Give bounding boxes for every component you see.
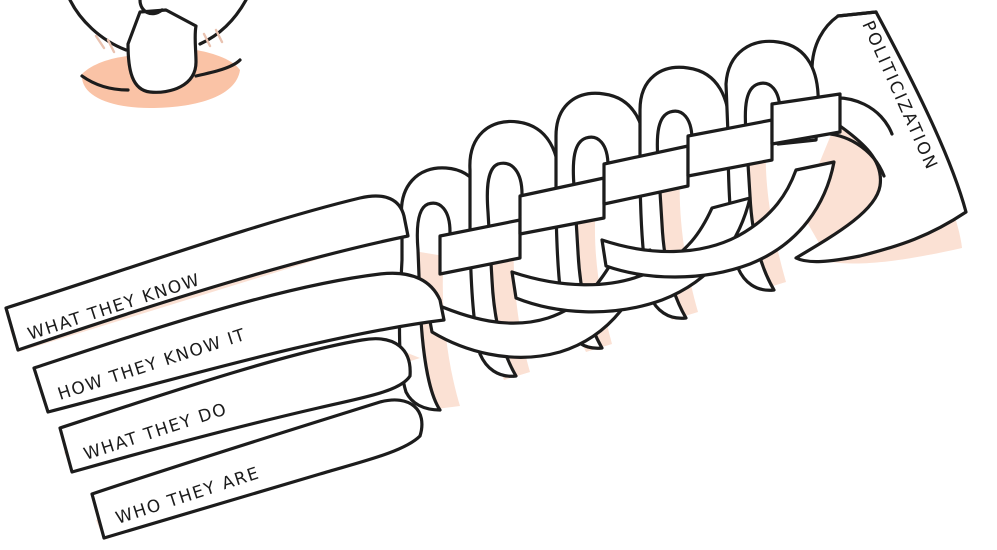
strand-who-they-are	[90, 398, 424, 540]
strand-how-they-know-it	[32, 271, 446, 414]
strand-what-they-know	[4, 194, 410, 352]
braid-loops	[397, 39, 842, 412]
strand-what-they-do	[58, 337, 412, 474]
input-strands	[4, 194, 446, 540]
politicization-band	[794, 10, 968, 264]
figure-neck-illustration	[68, 0, 248, 108]
